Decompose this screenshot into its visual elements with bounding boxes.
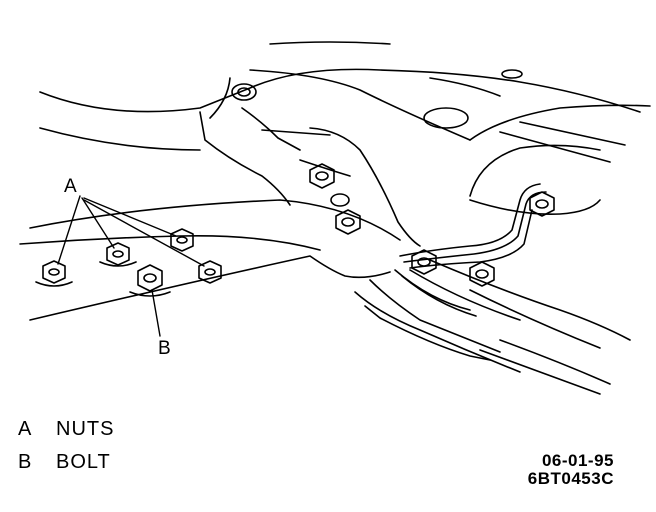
fastener-group [35, 83, 555, 297]
figure-code: 6BT0453C [527, 469, 614, 488]
legend-row-bolt: B BOLT [18, 451, 111, 474]
nut-6 [106, 242, 130, 266]
floor-rails [409, 144, 631, 395]
leader-b [151, 289, 161, 337]
bolt-4 [529, 191, 555, 217]
floor-pan [39, 41, 651, 163]
figure-date: 06-01-95 [541, 451, 614, 470]
nut-5 [42, 260, 66, 284]
legend-key: B [18, 451, 33, 473]
legend-label: BOLT [56, 451, 111, 473]
nut-4 [335, 209, 361, 235]
crossmember [19, 77, 521, 373]
nut-8 [198, 260, 222, 284]
bolt-2 [411, 249, 437, 275]
leader-a-3 [83, 197, 177, 237]
leader-a-1 [57, 195, 81, 265]
nut-7 [170, 228, 194, 252]
nut-3 [330, 193, 350, 207]
bolt-3 [469, 261, 495, 287]
nut-1 [231, 83, 257, 101]
nut-2 [309, 163, 335, 189]
lines-bundle [394, 183, 547, 317]
legend-row-nuts: A NUTS [18, 418, 114, 441]
leader-lines [57, 195, 205, 337]
legend-label: NUTS [56, 418, 115, 440]
legend-key: A [18, 418, 33, 440]
leader-a-2 [81, 197, 115, 249]
bolt-1 [137, 264, 163, 292]
leader-a-4 [83, 199, 205, 267]
callout-a: A [64, 176, 77, 197]
callout-b: B [158, 338, 171, 359]
